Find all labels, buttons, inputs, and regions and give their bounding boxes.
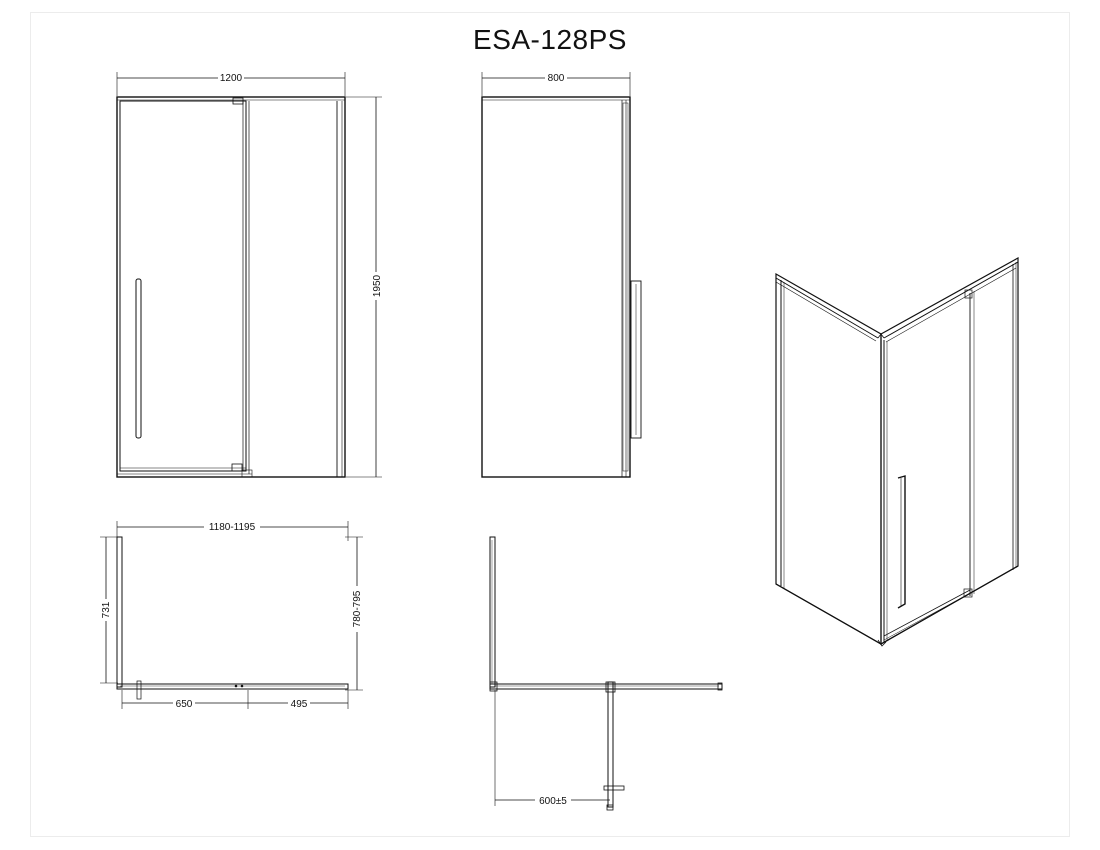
dimension-front-width: 1200 [116, 71, 346, 96]
side-handle [630, 280, 642, 439]
front-door-panel [119, 100, 247, 472]
isometric-view [775, 256, 1019, 647]
height-label: 1950 [372, 274, 383, 297]
iso-bottom-hinge [963, 588, 973, 598]
plan-handle [136, 680, 142, 700]
drawing-title: ESA-128PS [473, 24, 627, 55]
dimension-height: 1950 [346, 96, 383, 478]
plan-door-open-view: 600±5 [489, 536, 723, 811]
iso-door-handle [897, 475, 906, 609]
iso-top-hinge [964, 289, 973, 299]
dimension-plan-width: 1180-1195 [116, 520, 349, 541]
open-door-handle [603, 785, 625, 791]
open-door-panel [607, 681, 614, 808]
plan-width-label: 1180-1195 [209, 522, 256, 533]
plan-front-panels [116, 683, 349, 690]
top-hinge [232, 97, 244, 105]
bottom-hinge [231, 463, 243, 472]
drawing-frame [30, 12, 1070, 837]
dimension-side-depth: 800 [481, 71, 631, 96]
plan-depth-right-label: 780-795 [352, 590, 363, 627]
dimension-plan-depth-right: 780-795 [345, 536, 363, 691]
door-handle [135, 278, 142, 439]
open-door-hinge [605, 681, 616, 693]
side-view: 800 [481, 71, 642, 478]
front-view: 1200 1950 [116, 71, 383, 478]
front-outer-frame [116, 96, 346, 478]
side-depth-label: 800 [548, 73, 565, 84]
front-width-label: 1200 [220, 73, 243, 84]
plan-view: 1180-1195 731 780-795 [99, 520, 363, 710]
dimension-plan-depth-left: 731 [99, 536, 118, 684]
iso-side-panel [775, 272, 882, 646]
door-left-label: 650 [176, 699, 193, 710]
dimension-door-split: 650 495 [121, 690, 349, 710]
open-side-panel [489, 536, 496, 688]
door-right-label: 495 [291, 699, 308, 710]
plan-side-panel [116, 536, 123, 688]
side-panel [481, 96, 631, 478]
dimension-door-swing: 600±5 [494, 690, 610, 807]
plan-depth-left-label: 731 [101, 601, 112, 618]
iso-front-panel [880, 256, 1019, 646]
door-swing-label: 600±5 [539, 796, 567, 807]
